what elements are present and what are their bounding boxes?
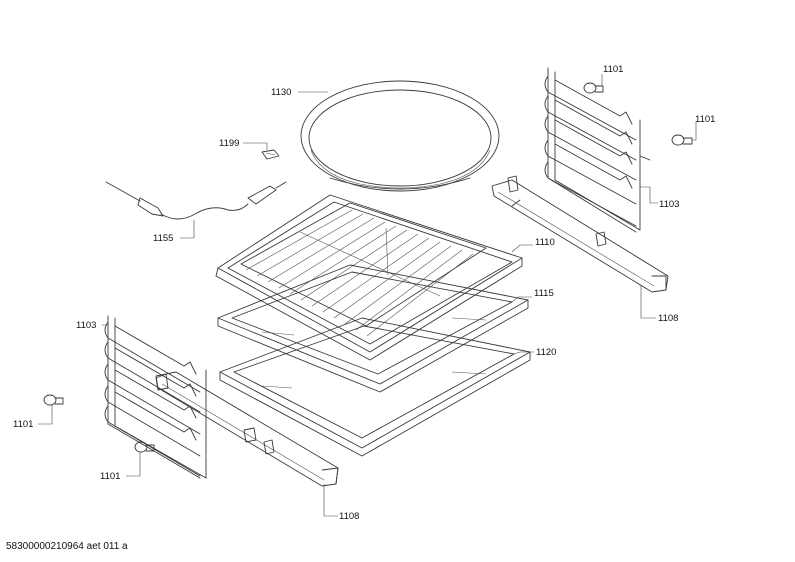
- leader-line-screw-right-side: [692, 122, 697, 141]
- leader-line-support-right: [640, 186, 658, 204]
- leader-line-support-left: [102, 324, 109, 336]
- part-number-1103-left: 1103: [76, 320, 96, 331]
- part-number-1101-left-bottom: 1101: [100, 471, 120, 482]
- leader-line-screw-left-top: [38, 404, 53, 425]
- leader-line-1120: [513, 351, 534, 355]
- part-number-1155: 1155: [153, 233, 173, 244]
- part-number-1120: 1120: [536, 347, 556, 358]
- screw-left-bottom-1101[interactable]: [134, 441, 155, 453]
- leader-line-rail-right: [640, 285, 656, 319]
- baking-tray-1120[interactable]: [219, 317, 531, 457]
- part-number-1103-right: 1103: [659, 199, 679, 210]
- part-number-1108-right: 1108: [658, 313, 678, 324]
- screw-left-top-1101[interactable]: [43, 394, 64, 406]
- part-number-1101-right-side: 1101: [695, 114, 715, 125]
- part-number-1101-left-top: 1101: [13, 419, 33, 430]
- drawing-id: 58300000210964 aet 011 a: [6, 541, 128, 552]
- probe-clip-1199[interactable]: [261, 149, 280, 160]
- leader-line-screw-left-bottom: [126, 452, 141, 477]
- part-number-1110: 1110: [535, 237, 555, 248]
- meat-probe-1155[interactable]: [105, 181, 287, 220]
- leader-line-1110: [511, 244, 533, 253]
- leader-line-1155: [180, 220, 195, 239]
- screw-right-top-1101[interactable]: [583, 82, 604, 94]
- leader-line-rail-left: [323, 484, 338, 517]
- baking-tray-1115[interactable]: [217, 264, 529, 393]
- telescopic-rail-right-1108[interactable]: [491, 175, 669, 293]
- part-number-1101-right-top: 1101: [603, 64, 623, 75]
- pizza-pan-1130[interactable]: [300, 80, 500, 192]
- part-number-1115: 1115: [534, 288, 554, 299]
- telescopic-rail-left-1108[interactable]: [155, 371, 339, 487]
- screw-right-side-1101[interactable]: [671, 134, 693, 146]
- wire-rack-1110[interactable]: [215, 194, 523, 361]
- shelf-support-right-1103[interactable]: [544, 67, 651, 233]
- part-number-1199: 1199: [219, 138, 239, 149]
- leader-line-1199: [243, 142, 268, 150]
- part-number-1130: 1130: [271, 87, 291, 98]
- leader-line-1115: [511, 296, 532, 303]
- part-number-1108-left: 1108: [339, 511, 359, 522]
- shelf-support-left-1103[interactable]: [104, 315, 207, 479]
